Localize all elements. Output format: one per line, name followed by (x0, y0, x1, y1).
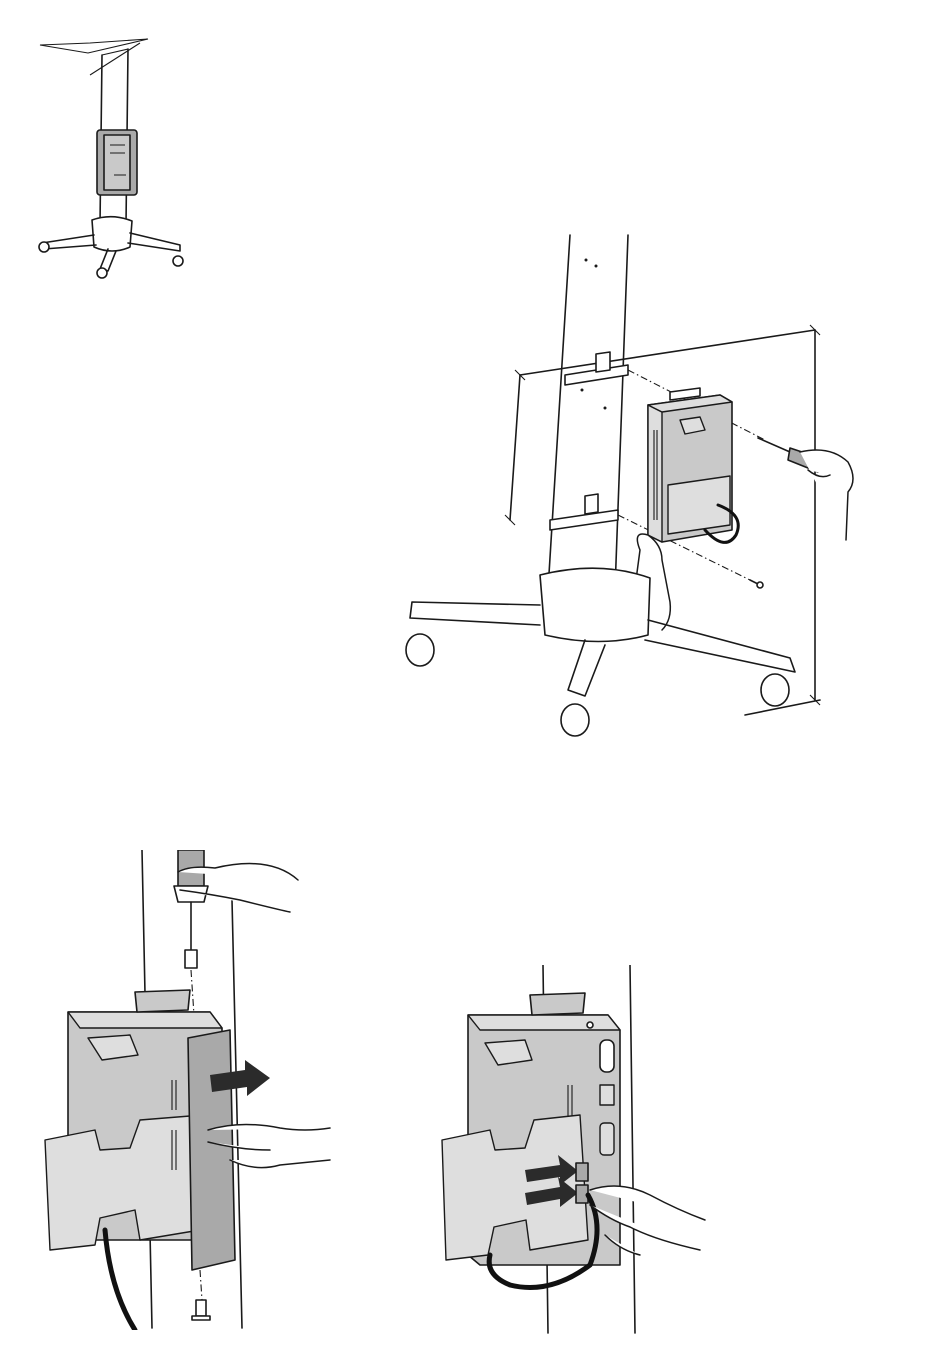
base-leg-front (568, 640, 605, 696)
overview-leg-right (128, 233, 180, 251)
lower-screw-line (200, 1270, 202, 1300)
caster-wheel-icon (406, 634, 434, 666)
power-cable (105, 1230, 135, 1330)
power-unit-top (468, 1015, 620, 1030)
caster-wheel-icon (173, 256, 183, 266)
power-unit-side (648, 405, 662, 542)
caster-wheel-icon (39, 242, 49, 252)
power-unit-handle (135, 990, 190, 1012)
power-switch (600, 1085, 614, 1105)
connect-cables-illustration (430, 965, 730, 1335)
remove-cover-illustration (40, 850, 340, 1330)
lower-bracket-tab (585, 494, 598, 514)
power-unit-screw-hole (587, 1022, 593, 1028)
column-right-edge (232, 900, 242, 1328)
overview-power-unit-front (104, 135, 130, 190)
overview-tabletop (40, 39, 148, 53)
connect-cables-panel (430, 965, 730, 1335)
upper-bracket-tab (596, 352, 610, 372)
caster-wheel-icon (561, 704, 589, 736)
screw-icon (185, 950, 197, 968)
mount-panel (400, 230, 870, 750)
dimension-left (510, 375, 520, 520)
screw-icon (192, 1300, 210, 1320)
column-right-edge (615, 235, 628, 590)
lower-bracket (550, 510, 618, 530)
cable-plug-upper (576, 1163, 588, 1181)
column-left-edge (548, 235, 570, 590)
hand-icon (800, 450, 853, 540)
data-port (600, 1123, 614, 1155)
base-hub (540, 568, 650, 641)
screw-icon (750, 580, 763, 588)
overview-illustration (30, 35, 200, 285)
mount-illustration (400, 230, 870, 750)
overview-base-hub (92, 217, 132, 251)
remove-cover-panel (40, 850, 340, 1330)
side-cover (188, 1030, 235, 1270)
base-leg-right (645, 620, 795, 672)
caster-wheel-icon (761, 674, 789, 706)
power-unit-handle (530, 993, 585, 1015)
power-unit-hook (680, 417, 705, 434)
column-right-edge (630, 965, 635, 1333)
power-inlet (600, 1040, 614, 1072)
screwdriver-icon (174, 850, 208, 950)
overview-panel (30, 35, 200, 285)
power-unit-top (68, 1012, 222, 1028)
base-leg-left (410, 602, 540, 625)
caster-wheel-icon (97, 268, 107, 278)
overview-leg-left (42, 235, 96, 249)
